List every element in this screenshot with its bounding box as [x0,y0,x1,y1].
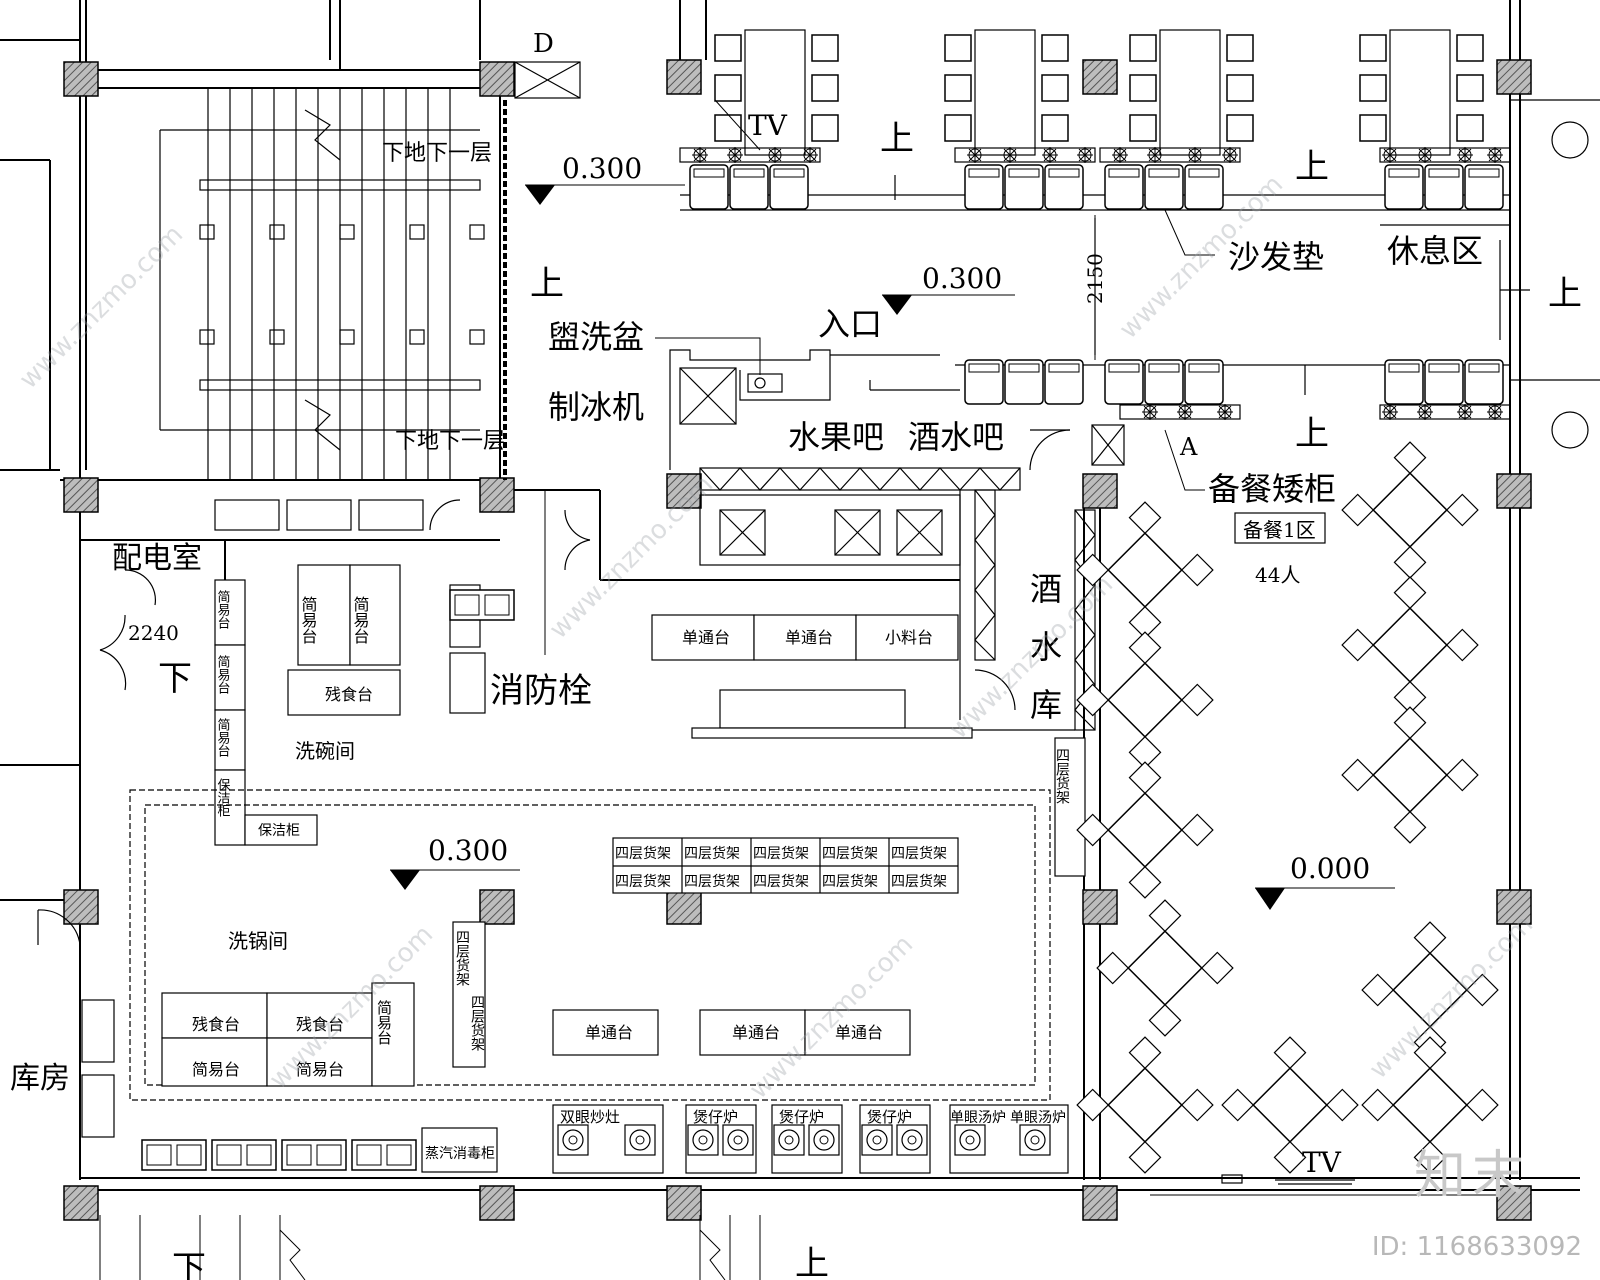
label-stair-down-1: 下地下一层 [382,141,492,166]
pot-room [37,789,1051,1138]
watermark-7: www.znzmo.com [1364,910,1539,1085]
label-stew-stove-2: 煲仔炉 [779,1108,824,1126]
label-wine-store-1: 酒 [1030,570,1062,608]
label-stew-stove-3: 煲仔炉 [867,1108,912,1126]
plan-labels: D 下地下一层 下地下一层 0.300 0.300 0.300 0.000 上 … [10,29,1582,1280]
label-shelf-2: 四层货架 [684,845,740,862]
label-tv-2: TV [1302,1146,1342,1179]
label-wine-bar: 酒水吧 [908,418,1004,456]
label-leftover-table-3: 残食台 [296,1015,344,1034]
label-down-2: 下 [172,1249,206,1280]
label-dim-2150: 2150 [1083,253,1107,304]
label-leftover-table-1: 残食台 [325,685,373,704]
label-simple-table-6: 简易台 [192,1060,240,1079]
label-serving-zone: 备餐1区 [1243,518,1316,542]
label-simple-table-4: 简易台 [215,654,231,694]
bottom-stairs [99,1194,1500,1280]
serving-zone-box [1234,512,1326,544]
label-shelf-9: 四层货架 [822,873,878,890]
label-door-d: D [533,29,554,59]
label-shelf-10: 四层货架 [891,873,947,890]
label-serving-cabinet: 备餐矮柜 [1208,470,1336,508]
label-soup-stove-1: 单眼汤炉 [950,1110,1006,1126]
label-pot-room: 洗锅间 [228,929,288,953]
label-up-5: 上 [1295,414,1329,454]
label-stew-stove-1: 煲仔炉 [693,1108,738,1126]
label-shelf-5: 四层货架 [891,845,947,862]
label-leftover-table-2: 残食台 [192,1015,240,1034]
label-soup-stove-2: 单眼汤炉 [1010,1110,1066,1126]
label-up-1: 上 [530,264,564,304]
label-simple-table-7: 简易台 [296,1060,344,1079]
prep-tables [651,614,973,739]
label-up-6: 上 [795,1244,829,1280]
image-id-label: ID: 1168633092 [1371,1232,1582,1262]
label-shelf-1: 四层货架 [615,845,671,862]
label-dim-2240: 2240 [128,621,179,645]
label-clean-cabinet-1: 保洁柜 [215,778,231,817]
label-wash-basin: 盥洗盆 [548,318,644,356]
label-up-2: 上 [880,119,914,159]
site-logo: 知末 [1413,1146,1530,1206]
label-double-wok: 双眼炒灶 [560,1108,620,1126]
label-shelf-8: 四层货架 [753,873,809,890]
label-shelf-vert-2: 四层货架 [454,930,470,986]
label-simple-table-2: 简易台 [351,596,370,644]
label-simple-table-8: 简易台 [375,1000,393,1045]
label-single-table-4: 单通台 [732,1023,780,1042]
label-simple-table-1: 简易台 [299,596,318,644]
label-shelf-vert-3: 四层货架 [469,995,485,1051]
label-shelf-4: 四层货架 [822,845,878,862]
staircase [159,88,507,480]
label-down-1: 下 [158,659,192,699]
label-clean-cabinet-2: 保洁柜 [258,823,300,839]
label-up-4: 上 [1548,274,1582,314]
label-power-room: 配电室 [112,541,202,576]
label-fruit-bar: 水果吧 [788,418,884,456]
elevation-markers [390,184,1395,910]
label-simple-table-5: 简易台 [215,717,231,757]
label-entrance: 入口 [818,305,882,343]
label-wine-store-3: 库 [1030,686,1062,724]
burners [557,1124,1051,1156]
label-rest-area: 休息区 [1387,232,1483,270]
label-elev-3: 0.300 [428,834,508,867]
label-small-material-table: 小料台 [885,628,933,647]
label-single-table-2: 单通台 [785,628,833,647]
label-capacity: 44人 [1255,563,1300,587]
structural-columns [63,59,1532,1221]
label-single-table-5: 单通台 [835,1023,883,1042]
label-tv-1: TV [748,109,788,142]
tv-stand [1221,1174,1355,1185]
label-elev-4: 0.000 [1290,852,1370,885]
label-dish-room: 洗碗间 [295,739,355,763]
label-shelf-6: 四层货架 [615,873,671,890]
leader-lines [544,99,1215,655]
label-shelf-vert-1: 四层货架 [1054,748,1070,804]
dining-tables [1076,441,1499,1174]
watermark-1: www.znzmo.com [14,220,189,395]
label-steam-cabinet: 蒸汽消毒柜 [425,1146,495,1162]
label-single-table-1: 单通台 [682,628,730,647]
label-partial-room: 库房 [10,1061,70,1096]
label-fire-hydrant: 消防栓 [490,671,592,711]
label-simple-table-3: 简易台 [215,589,231,629]
dish-room [99,499,1086,877]
door-d-box [514,61,581,99]
label-sofa-cushion: 沙发垫 [1228,238,1324,276]
label-elev-1: 0.300 [562,152,642,185]
label-wine-store-2: 水 [1030,628,1062,666]
label-marker-a: A [1179,433,1198,461]
label-elev-2: 0.300 [922,262,1002,295]
label-stair-down-2: 下地下一层 [395,429,505,454]
label-shelf-3: 四层货架 [753,845,809,862]
label-ice-maker: 制冰机 [548,388,644,426]
bar-area [669,349,1125,731]
steam-cabinet-box [421,1127,498,1173]
label-up-3: 上 [1295,147,1329,187]
label-single-table-3: 单通台 [585,1023,633,1042]
label-shelf-7: 四层货架 [684,873,740,890]
